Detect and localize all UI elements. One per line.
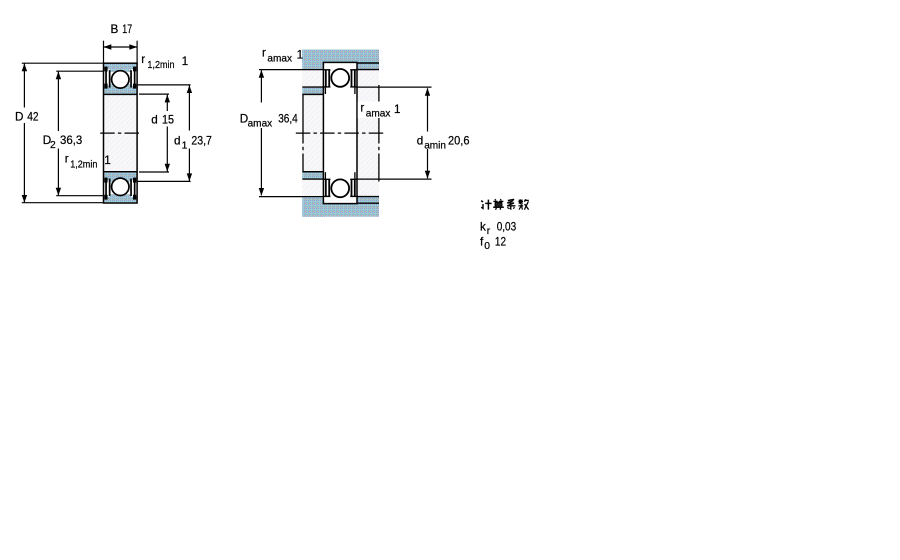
svg-text:kr0,03: kr0,03 <box>480 221 516 238</box>
svg-text:D42: D42 <box>15 111 39 124</box>
svg-text:B17: B17 <box>111 23 133 36</box>
svg-text:d15: d15 <box>151 114 174 127</box>
